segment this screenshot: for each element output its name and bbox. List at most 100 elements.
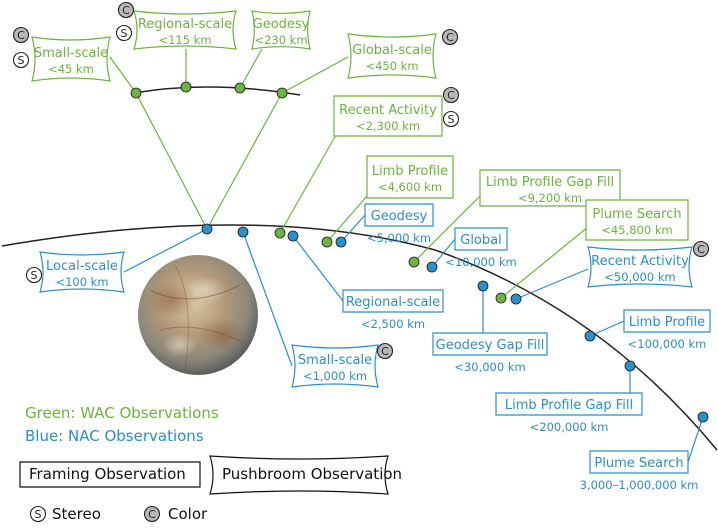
nac-recent-activity-connector [515,268,589,300]
wac-recent-activity-stereo-badge-icon: S [442,110,460,128]
svg-text:C: C [381,345,389,358]
wac-global-scale-color-badge-icon: C [441,28,459,46]
wac-geodesy-box [251,10,311,50]
legend-stereo-text: Stereo [52,505,101,523]
legend-framing-text: Framing Observation [29,465,186,483]
nac-local-scale-stereo-badge-icon: S [25,266,43,284]
wac-small-scale-color-badge-icon: C [12,26,30,44]
nac-recent-activity-dot [510,293,522,305]
svg-text:S: S [35,508,42,521]
nac-small-scale-color-badge-icon: C [376,342,394,360]
nac-local-scale-dot [201,223,213,235]
wac-plume-search-connector [500,226,589,299]
nac-local-scale-connector [123,228,208,273]
legend-nac: Blue: NAC Observations [25,427,204,445]
legend-color-text: Color [168,505,208,523]
nac-plume-search-connector [687,416,704,463]
legend-pushbroom-text: Pushbroom Observation [222,465,402,483]
nac-global-dot [426,261,438,273]
wac-limb-profile-range: <4,600 km [378,180,442,194]
wac-small-scale-name: Small-scale [34,46,108,61]
legend-wac: Green: WAC Observations [25,404,219,422]
wac-footprint-left [135,92,208,230]
wac-regional-scale-name: Regional-scale [138,17,232,32]
high-altitude-arc [133,86,301,96]
nac-local-scale-range: <100 km [55,275,108,289]
svg-text:C: C [122,4,130,17]
wac-global-scale-range: <450 km [365,59,418,73]
wac-regional-scale-dot [180,81,192,93]
nac-local-scale-name: Local-scale [46,259,118,274]
wac-recent-activity-dot [274,227,286,239]
svg-text:C: C [447,89,455,102]
wac-limb-profile-gap-fill-range: <9,200 km [518,191,582,205]
wac-plume-search-name: Plume Search [592,207,681,222]
nac-recent-activity-color-badge-icon: C [692,240,710,258]
wac-global-scale-box [347,33,437,79]
nac-global-range: <10,000 km [445,255,516,269]
nac-limb-profile-dot [584,330,596,342]
nac-regional-scale-connector [292,235,344,302]
wac-global-scale-connector [281,56,349,94]
wac-limb-profile-name: Limb Profile [372,164,448,179]
nac-local-scale-box [39,251,125,293]
nac-limb-profile-gap-fill-box [495,392,643,416]
wac-recent-activity-connector [279,134,337,234]
wac-small-scale-box [31,36,111,82]
wac-limb-profile-connector [326,194,369,243]
wac-regional-scale-box [133,10,237,50]
svg-text:C: C [446,31,454,44]
wac-recent-activity-color-badge-icon: C [442,86,460,104]
nac-limb-profile-gap-fill-range: <200,000 km [530,420,609,434]
wac-geodesy-name: Geodesy [253,17,310,32]
nac-geodesy-gap-fill-dot [477,280,489,292]
wac-limb-profile-box [366,155,454,199]
nac-plume-search-range: 3,000–1,000,000 km [580,478,699,492]
nac-limb-profile-range: <100,000 km [628,337,707,351]
wac-plume-search-dot [495,292,507,304]
nac-small-scale-range: <1,000 km [303,369,367,383]
wac-regional-scale-color-badge-icon: C [117,1,135,19]
nac-global-box [454,227,508,251]
nac-recent-activity-box [587,246,693,288]
nac-plume-search-name: Plume Search [594,456,683,471]
wac-plume-search-range: <45,800 km [601,223,672,237]
wac-recent-activity-name: Recent Activity [339,103,437,118]
svg-text:C: C [697,243,705,256]
wac-plume-search-box [585,199,689,241]
nac-regional-scale-box [342,289,444,313]
nac-limb-profile-name: Limb Profile [629,315,705,330]
nac-small-scale-name: Small-scale [298,353,372,368]
nac-global-name: Global [460,233,501,248]
wac-recent-activity-box [333,95,443,137]
svg-text:C: C [17,29,25,42]
wac-limb-profile-gap-fill-name: Limb Profile Gap Fill [486,175,614,190]
wac-global-scale-dot [276,87,288,99]
nac-geodesy-box [364,203,434,227]
legend-framing-box [19,461,201,488]
wac-small-scale-connector [109,56,137,94]
wac-limb-profile-gap-fill-connector [413,195,481,263]
wac-footprint-right [206,92,283,230]
legend-pushbroom-box [209,455,389,495]
nac-plume-search-box [589,450,689,474]
nac-geodesy-gap-fill-name: Geodesy Gap Fill [436,338,545,353]
nac-plume-search-dot [697,411,709,423]
wac-global-scale-name: Global-scale [352,43,432,58]
nac-regional-scale-dot [287,230,299,242]
nac-recent-activity-name: Recent Activity [591,254,689,269]
nac-geodesy-gap-fill-box [432,332,548,356]
legend-color-icon: C [143,505,161,523]
nac-small-scale-connector [242,231,293,367]
nac-global-connector [431,238,456,268]
nac-small-scale-dot [237,226,249,238]
nac-geodesy-dot [335,236,347,248]
nac-limb-profile-gap-fill-dot [624,360,636,372]
nac-limb-profile-box [623,309,711,333]
nac-recent-activity-range: <50,000 km [604,270,675,284]
legend-stereo-icon: S [29,505,47,523]
wac-small-scale-dot [130,87,142,99]
wac-regional-scale-range: <115 km [158,33,211,47]
svg-text:C: C [148,508,156,521]
nac-limb-profile-gap-fill-name: Limb Profile Gap Fill [505,398,633,413]
